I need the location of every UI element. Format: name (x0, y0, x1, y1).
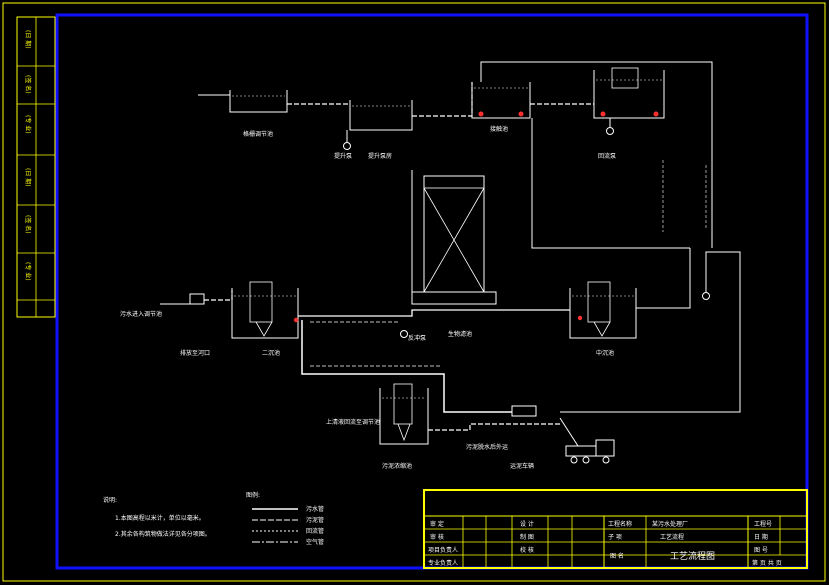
screen-well-label: 格栅调节池 (243, 130, 273, 138)
return-line-inner (531, 118, 690, 249)
return-pipe-far (560, 251, 741, 413)
tb-drawing-title: 工艺流程图 (670, 550, 715, 562)
legend-item: 污泥管 (306, 516, 324, 524)
settling-1-label: 二沉池 (262, 349, 280, 357)
sludge-tank: 污泥浓缩池 (379, 383, 429, 470)
strip-label: (日 期) (24, 30, 32, 49)
tb-subitem-value: 工艺流程 (660, 533, 684, 541)
lift-pump-label: 提升泵 (334, 152, 352, 160)
tb-design-label: 设 计 (520, 520, 534, 528)
return-pump-icon (702, 292, 710, 300)
top-settling-tank: 回流泵 (593, 67, 665, 160)
sludge-tank-label: 污泥浓缩池 (382, 462, 412, 470)
inlet-label: 污水进入调节池 (120, 310, 162, 318)
strip-label: (日 期) (24, 168, 32, 187)
pipe-lift-to-bio (412, 82, 473, 117)
tb-pm-label: 项目负责人 (428, 546, 458, 554)
tb-audit-label: 审 定 (430, 520, 444, 528)
strip-label: (签 名) (24, 215, 32, 234)
tb-discipline-label: 专业负责人 (428, 559, 458, 567)
filter-tower-label: 生物滤池 (448, 330, 472, 338)
settling-2-label: 中沉池 (596, 349, 614, 357)
notes-line-1: 1.本图高程以米计，单位以毫米。 (115, 514, 205, 522)
tb-review-label: 审 核 (430, 533, 444, 541)
filter-tower: 生物滤池 (411, 175, 497, 338)
screen-well: 格栅调节池 (198, 90, 288, 138)
lift-well: 提升泵 提升泵房 (334, 100, 413, 160)
binding-strip: (日 期) (签 名) (专 业) (日 期) (签 名) (专 业) (16, 16, 56, 318)
legend: 图例: 污水管 污泥管 回流管 空气管 (246, 491, 324, 546)
bio-tank: 接触池 (471, 82, 531, 133)
settling-tank-1: 二沉池 (231, 281, 299, 357)
legend-item: 空气管 (306, 538, 324, 546)
sludge-pipe (301, 320, 512, 413)
strip-label: (专 业) (24, 262, 32, 281)
pipe-settle1-to-settle2 (298, 309, 570, 317)
bio-tank-label: 接触池 (490, 125, 508, 133)
notes-line-2: 2.其余各构筑物做法详见各分项图。 (115, 530, 211, 538)
tb-project-value: 某污水处理厂 (652, 520, 688, 528)
outlet-label: 排放至河口 (180, 349, 210, 357)
return-pipe-right (636, 248, 691, 309)
dewater-unit (511, 405, 537, 417)
inlet: 污水进入调节池 排放至河口 (120, 290, 233, 357)
legend-item: 回流管 (306, 527, 324, 535)
notes: 说明: 1.本图高程以米计，单位以毫米。 2.其余各构筑物做法详见各分项图。 (103, 496, 211, 538)
truck-icon (559, 417, 615, 464)
sludge-out-label: 污泥脱水后外运 (466, 443, 508, 451)
sludge-note-label: 上清液回流至调节池 (326, 418, 380, 426)
sludge-pump-label: 回流泵 (598, 152, 616, 160)
tb-draw-label: 制 图 (520, 533, 534, 541)
tb-date-label: 日 期 (754, 533, 768, 541)
tb-page-label: 第 页 共 页 (752, 559, 782, 567)
filter-pump-label: 反冲泵 (408, 334, 426, 342)
lift-well-label: 提升泵房 (368, 152, 392, 160)
strip-label: (签 名) (24, 75, 32, 94)
sludge-out-pipe (428, 423, 560, 431)
strip-label: (专 业) (24, 115, 32, 134)
return-line-top (480, 61, 713, 248)
filter-pump-icon (400, 330, 408, 338)
tb-project-label: 工程名称 (608, 520, 632, 528)
settling-tank-2: 中沉池 (569, 281, 637, 357)
tb-drawing-no-label: 图 号 (754, 547, 768, 554)
tb-project-no-label: 工程号 (754, 520, 772, 528)
tb-scheme-label: 图 名 (610, 552, 624, 560)
legend-heading: 图例: (246, 491, 260, 499)
legend-item: 污水管 (306, 505, 324, 513)
tb-check-label: 校 核 (520, 546, 534, 554)
notes-heading: 说明: (103, 496, 117, 504)
truck-label: 运泥车辆 (510, 462, 534, 470)
tb-subitem-label: 子 项 (608, 534, 622, 541)
title-block: 审 定 审 核 项目负责人 专业负责人 设 计 制 图 校 核 工程名称 某污水… (423, 489, 808, 569)
